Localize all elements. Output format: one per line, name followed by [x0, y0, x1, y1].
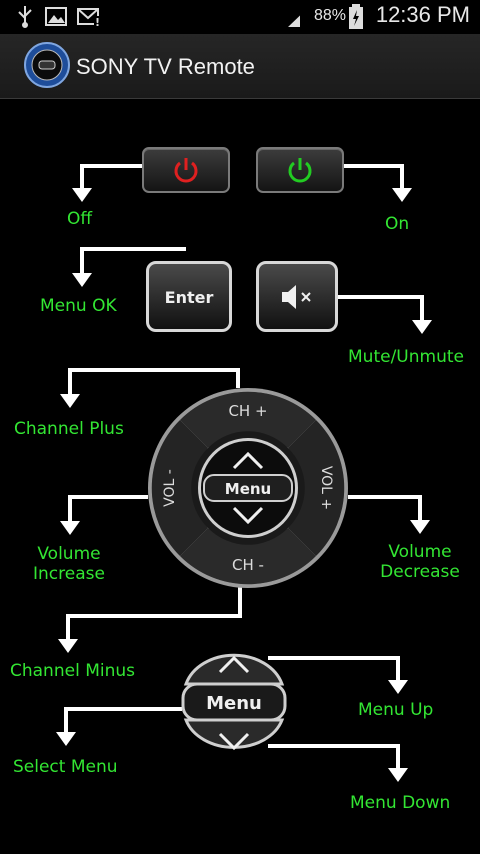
menu-down-arrow-icon [218, 732, 250, 751]
vol-minus-label: VOL - [162, 469, 178, 507]
menu-up-arrow-icon [218, 655, 250, 674]
enter-button[interactable]: Enter [146, 261, 232, 332]
ch-minus-button[interactable] [180, 528, 316, 585]
menu-up-button[interactable] [183, 653, 285, 686]
dpad-menu-button[interactable] [203, 474, 293, 502]
dpad-down-arrow-icon [232, 506, 264, 525]
ch-plus-button[interactable] [180, 391, 316, 448]
label-on: On [385, 214, 410, 234]
label-volume-decrease: Volume Decrease [372, 542, 468, 582]
svg-text:!: ! [95, 16, 100, 29]
ch-plus-label: CH + [228, 402, 267, 420]
battery-percent: 88% [314, 7, 347, 24]
ch-minus-label: CH - [232, 556, 264, 574]
menu-down-button[interactable] [183, 718, 285, 749]
mute-icon [282, 285, 311, 309]
status-icons: ! [18, 6, 300, 29]
battery-charging-icon [349, 4, 363, 29]
image-icon [45, 7, 67, 26]
vol-plus-label: VOL + [318, 466, 334, 510]
label-volume-increase: Volume Increase [22, 544, 116, 584]
usb-icon [18, 6, 32, 28]
app-title: SONY TV Remote [76, 54, 255, 79]
vol-plus-button[interactable] [288, 420, 345, 556]
label-channel-minus: Channel Minus [10, 661, 135, 681]
label-menu-up: Menu Up [358, 700, 434, 720]
vol-minus-button[interactable] [151, 420, 208, 556]
label-channel-plus: Channel Plus [14, 419, 124, 439]
power-off-button[interactable] [142, 147, 230, 193]
arrow-lines [64, 164, 424, 770]
dpad: CH + CH - VOL - VOL + Menu [148, 388, 348, 588]
label-volume-increase-line2: Increase [33, 564, 105, 584]
dpad-menu-label: Menu [225, 480, 271, 498]
dpad-down-button[interactable] [232, 506, 264, 525]
status-bar: ! 88% 12:36 PM [0, 0, 480, 34]
label-volume-decrease-line2: Decrease [380, 562, 460, 582]
arrow-heads [56, 188, 432, 782]
menu-pad-label: Menu [206, 693, 262, 714]
dpad-up-arrow-icon [232, 451, 264, 470]
label-volume-increase-line1: Volume [37, 544, 101, 564]
label-menu-down: Menu Down [350, 793, 451, 813]
status-time: 12:36 PM [375, 2, 470, 27]
label-off: Off [67, 209, 93, 229]
signal-icon [288, 15, 300, 27]
label-volume-decrease-line1: Volume [388, 542, 452, 562]
label-mute-unmute: Mute/Unmute [348, 347, 464, 367]
dpad-up-button[interactable] [232, 451, 264, 470]
mail-error-icon: ! [77, 8, 102, 29]
label-select-menu: Select Menu [13, 757, 118, 777]
power-on-button[interactable] [256, 147, 344, 193]
mute-button[interactable] [256, 261, 338, 332]
app-bar: SONY TV Remote [0, 34, 480, 99]
power-on-icon [288, 158, 312, 183]
enter-label: Enter [164, 288, 214, 307]
label-menu-ok: Menu OK [40, 296, 117, 316]
power-off-icon [174, 158, 198, 183]
menu-pad: Menu [181, 653, 287, 751]
remote-app-icon [24, 42, 70, 88]
